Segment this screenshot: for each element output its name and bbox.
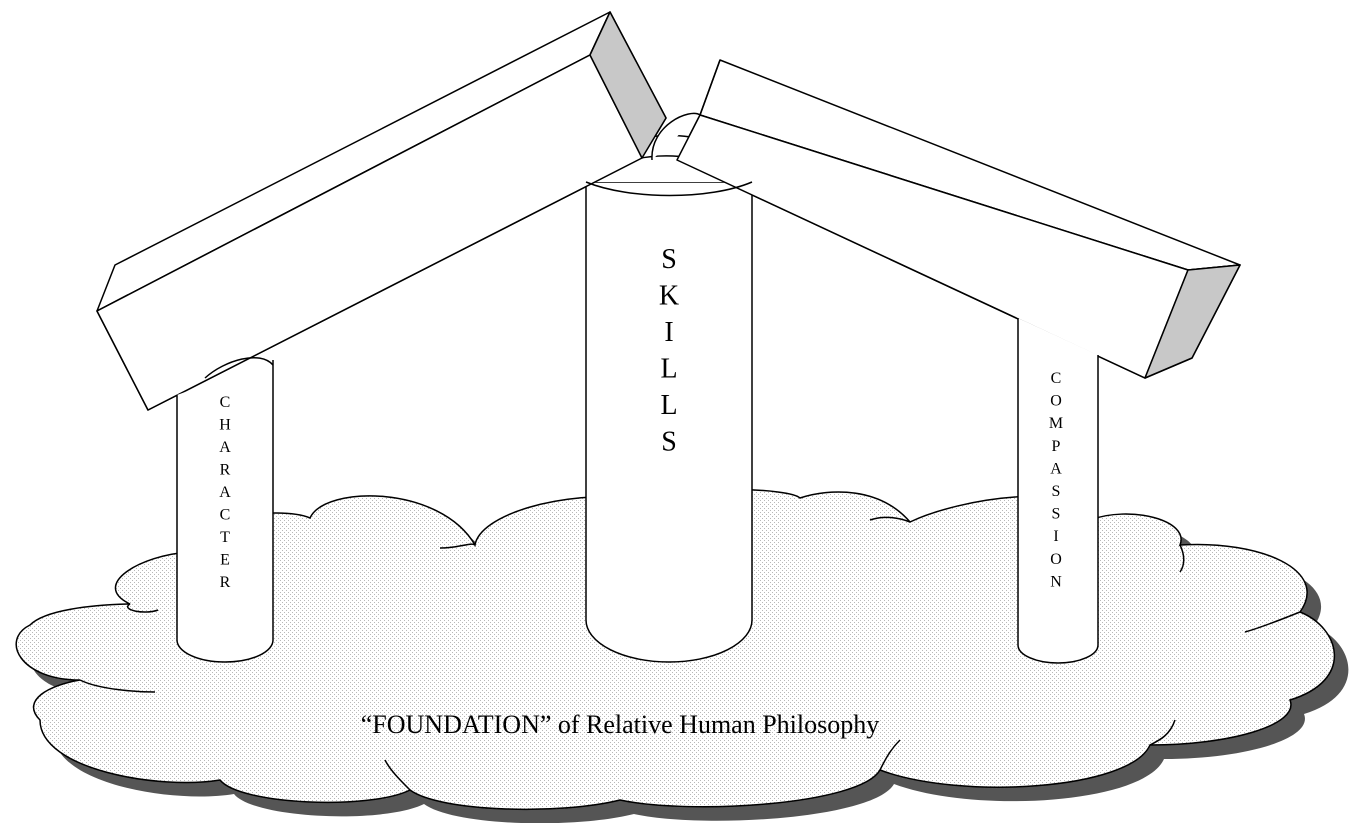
compassion-letter: P (1052, 438, 1061, 455)
character-letter: A (219, 439, 231, 456)
skills-letter: L (660, 354, 677, 385)
compassion-letter: A (1050, 460, 1062, 477)
skills-letter: I (664, 317, 673, 348)
compassion-letter: N (1050, 573, 1062, 590)
compassion-letter: S (1052, 506, 1061, 523)
character-letter: C (220, 394, 231, 411)
compassion-letter: S (1052, 483, 1061, 500)
compassion-letter: I (1053, 528, 1058, 545)
compassion-letter: C (1051, 370, 1062, 387)
character-letter: C (220, 507, 231, 524)
skills-letter: L (660, 390, 677, 421)
skills-letter: S (661, 244, 677, 275)
character-letter: A (219, 484, 231, 501)
skills-letter: S (661, 427, 677, 458)
compassion-letter: M (1049, 415, 1063, 432)
compassion-letter: O (1050, 551, 1062, 568)
character-letter: E (220, 552, 230, 569)
compassion-letter: O (1050, 393, 1062, 410)
character-letter: H (219, 417, 231, 434)
character-letter: R (220, 574, 231, 591)
character-letter: R (220, 462, 231, 479)
skills-letter: K (659, 281, 679, 312)
foundation-label: “FOUNDATION” of Relative Human Philosoph… (361, 710, 880, 739)
character-letter: T (220, 529, 230, 546)
